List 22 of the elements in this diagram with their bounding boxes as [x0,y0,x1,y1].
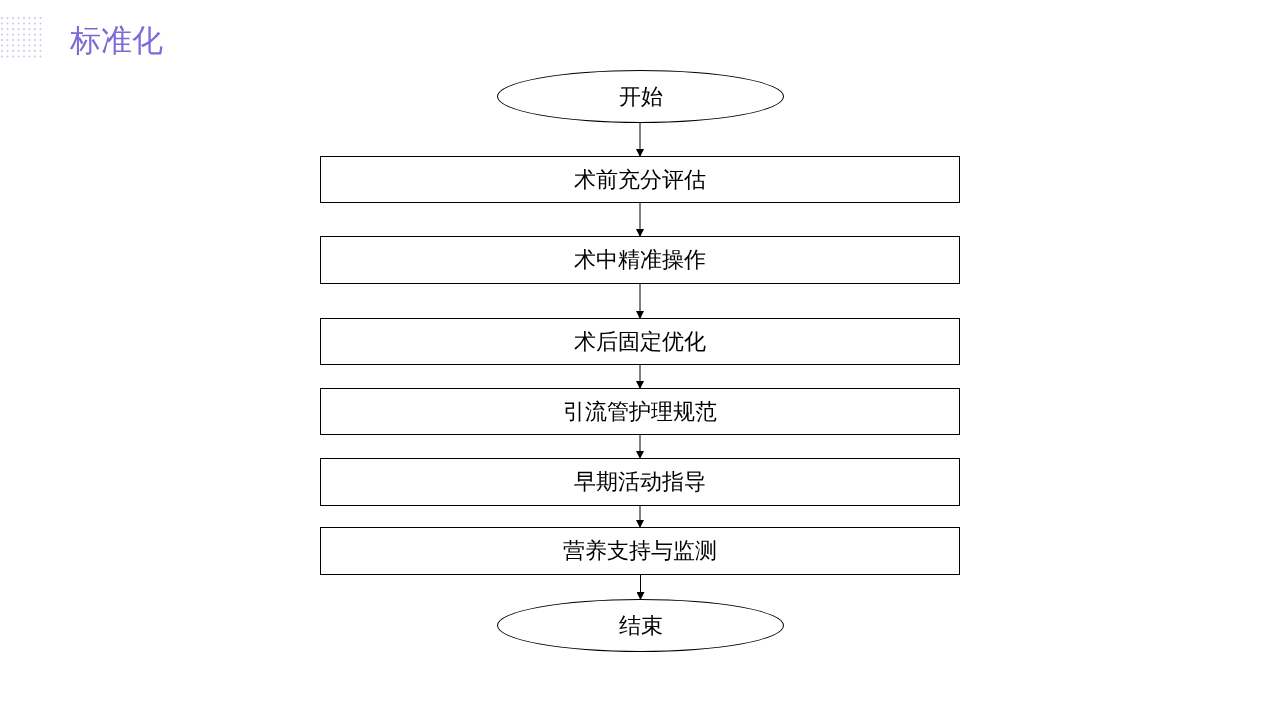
arrow [636,364,644,389]
node-label: 早期活动指导 [574,468,706,496]
arrow [636,574,645,600]
node-label: 术前充分评估 [574,165,706,194]
node-label: 结束 [618,611,663,640]
slide-title: 标准化 [70,22,163,60]
process-box [320,156,960,203]
process-box [320,318,960,365]
node-label: 术中精准操作 [574,246,706,274]
arrow [636,505,644,528]
process-box [320,527,960,575]
node-label: 开始 [618,82,663,111]
node-label: 引流管护理规范 [563,397,717,426]
process-box [320,458,960,506]
node-label: 术后固定优化 [574,327,706,356]
process-box [320,236,960,284]
arrow [636,283,644,319]
arrow [636,202,644,237]
node-label: 营养支持与监测 [563,537,717,565]
process-box [320,388,960,435]
arrow [636,122,644,157]
arrow [636,434,644,459]
